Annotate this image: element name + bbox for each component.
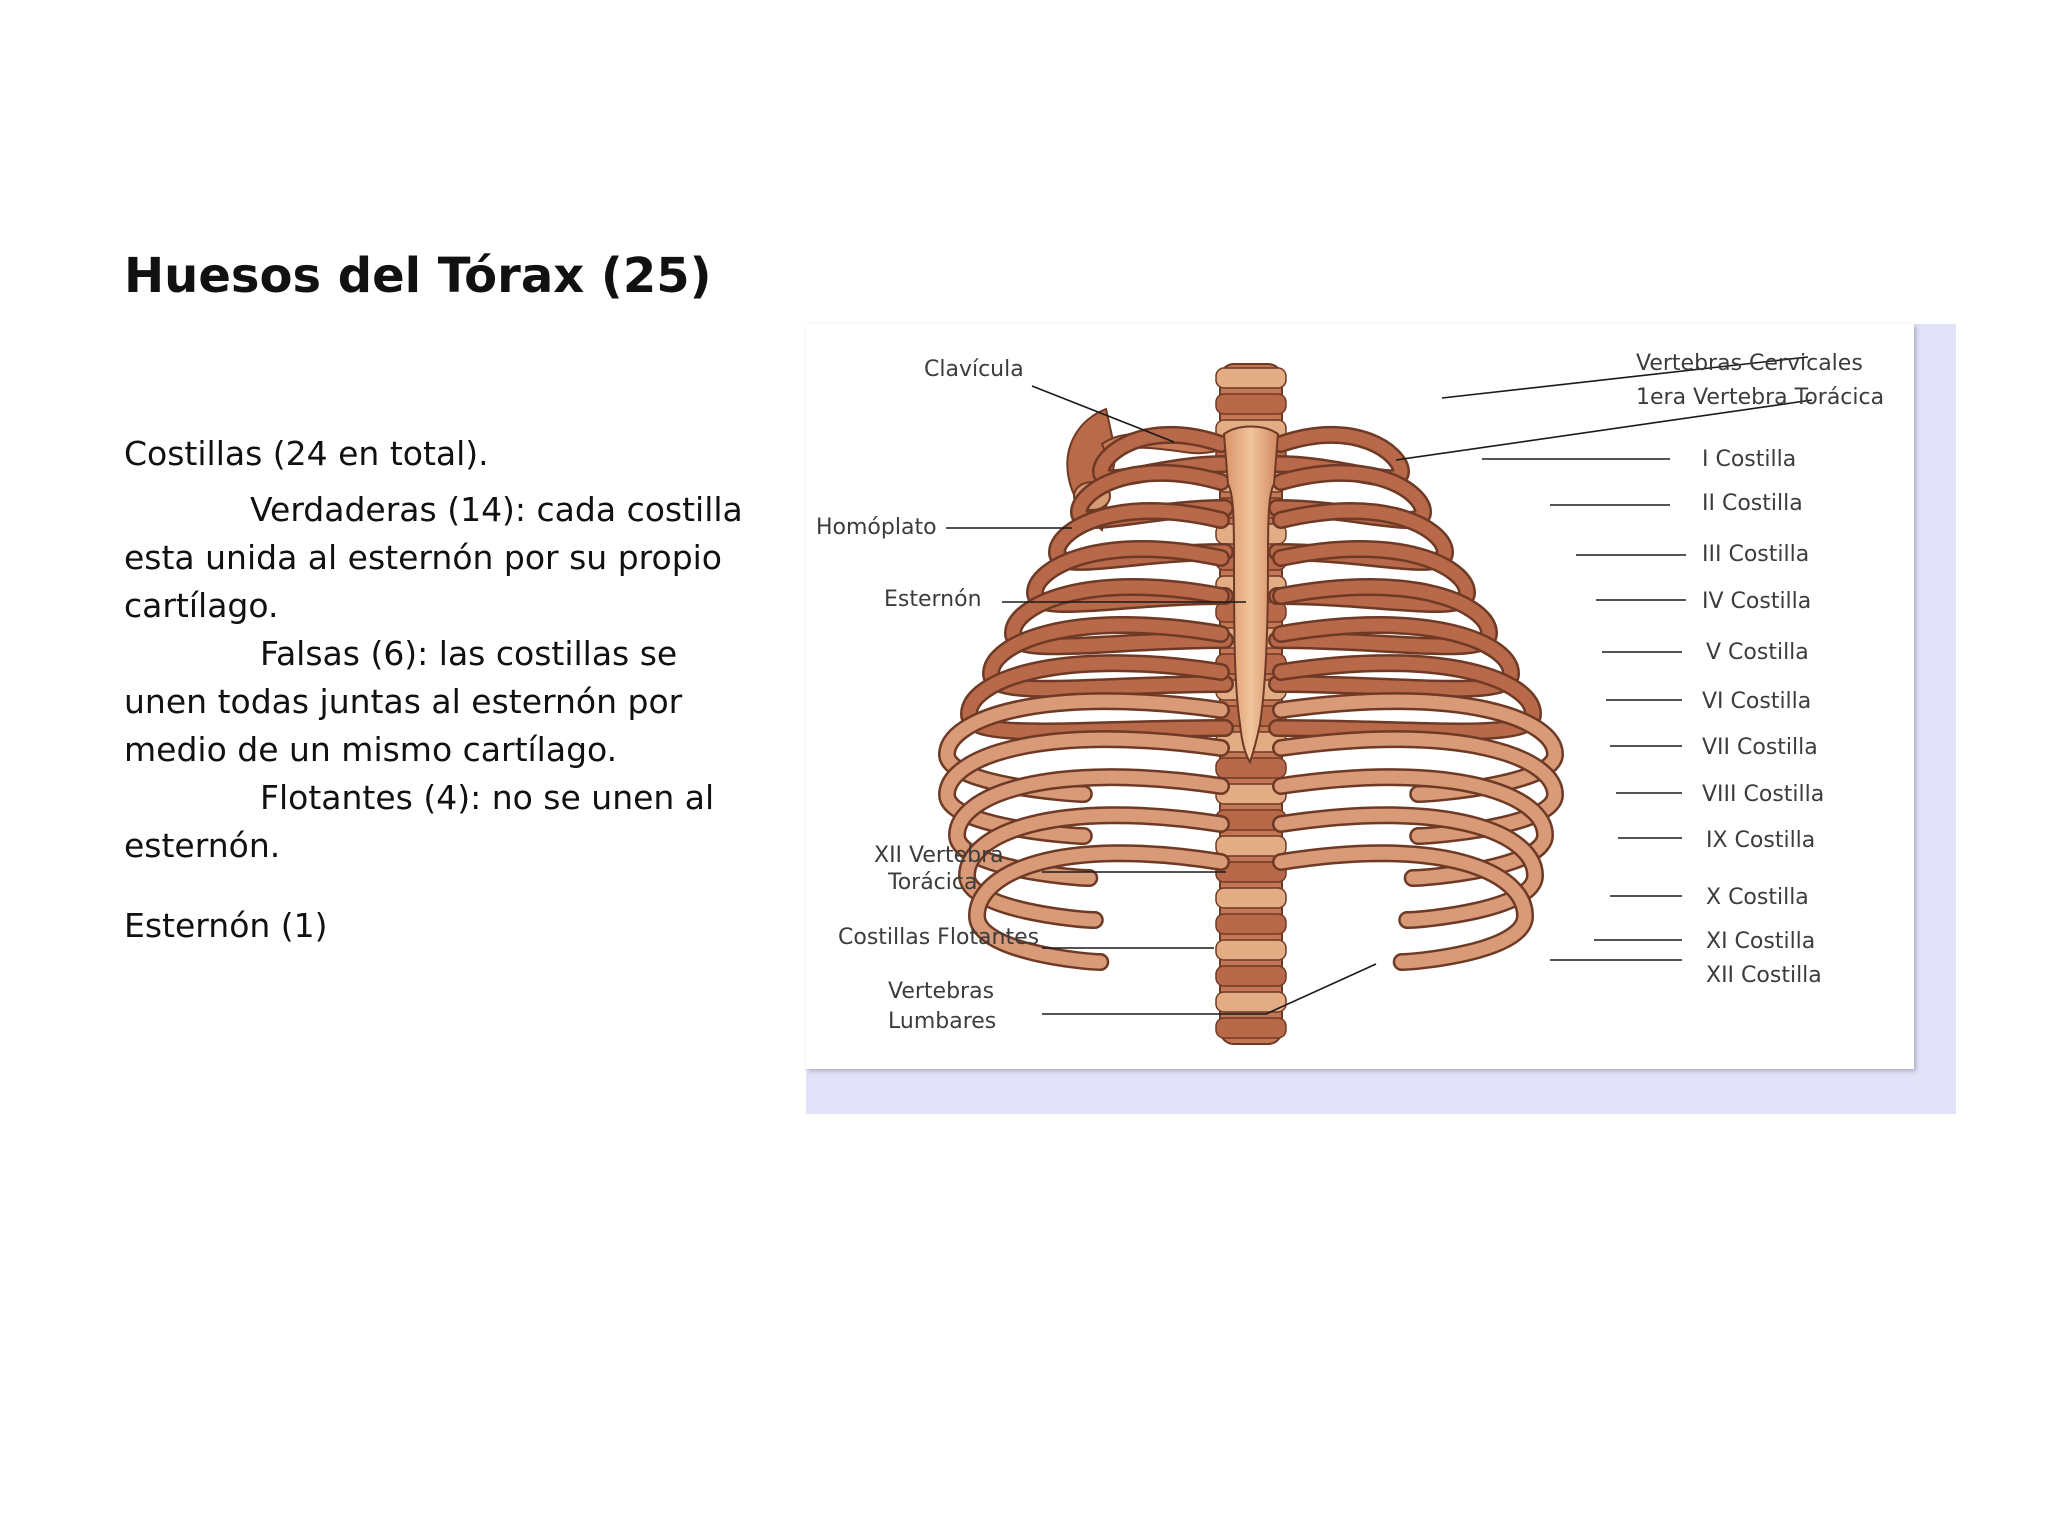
text-costillas: Costillas (24 en total). (124, 434, 489, 473)
label-homoplato: Homóplato (816, 515, 937, 540)
rib (1028, 542, 1232, 611)
vertebra (1215, 367, 1287, 389)
slide-title: Huesos del Tórax (25) (124, 248, 712, 304)
text-verdaderas-tail: esta unida al esternón por su propio car… (124, 538, 722, 625)
rib (1270, 580, 1496, 653)
label-vertebras-lumbares-2: Lumbares (888, 1009, 996, 1034)
text-verdaderas: Verdaderas (14): cada costilla esta unid… (124, 486, 764, 630)
leader-clavicula (1031, 385, 1175, 443)
label-costilla-8: VIII Costilla (1702, 782, 1824, 807)
label-esternon: Esternón (884, 587, 982, 612)
vertebra (1215, 835, 1287, 857)
label-vertebras-cervicales: Vertebras Cervicales (1636, 351, 1863, 376)
rib-cage-diagram: Clavícula Homóplato Esternón XII Vertebr… (816, 351, 1884, 1045)
rib (1274, 846, 1532, 969)
rib (1274, 770, 1552, 885)
text-flotantes-head: Flotantes (4): no se unen al (260, 778, 715, 817)
label-costilla-6: VI Costilla (1702, 689, 1811, 714)
vertebra (1215, 887, 1287, 909)
rib (950, 770, 1228, 885)
vertebra (1215, 393, 1287, 415)
label-clavicula: Clavícula (924, 357, 1024, 382)
slide-body: Costillas (24 en total). Verdaderas (14)… (124, 430, 764, 950)
leader-vertebras-lumbares (1042, 963, 1377, 1015)
label-vertebras-lumbares-1: Vertebras (888, 979, 994, 1004)
label-xii-vertebra-1: XII Vertebra (874, 843, 1004, 868)
label-costilla-1: I Costilla (1702, 447, 1796, 472)
leader-vertebras-cervicales (1441, 356, 1809, 399)
vertebra (1215, 991, 1287, 1013)
text-falsas: Falsas (6): las costillas se unen todas … (124, 630, 764, 774)
vertebra (1215, 913, 1287, 935)
text-falsas-tail: todas juntas al esternón por medio de un… (124, 682, 683, 769)
label-primera-vertebra: 1era Vertebra Torácica (1636, 385, 1884, 410)
label-costillas-flotantes: Costillas Flotantes (838, 925, 1039, 950)
vertebra (1215, 1017, 1287, 1039)
label-costilla-9: IX Costilla (1706, 828, 1815, 853)
label-costilla-12: XII Costilla (1706, 963, 1822, 988)
rib (1270, 618, 1518, 696)
leader-lines (946, 356, 1813, 1015)
ribs (937, 425, 1565, 971)
text-flotantes: Flotantes (4): no se unen al esternón. (124, 774, 764, 870)
text-verdaderas-head: Verdaderas (14): cada costilla (250, 490, 743, 529)
rib (1006, 580, 1232, 653)
text-flotantes-tail: esternón. (124, 826, 281, 865)
label-costilla-7: VII Costilla (1702, 735, 1818, 760)
vertebra (1215, 965, 1287, 987)
thorax-figure: Clavícula Homóplato Esternón XII Vertebr… (806, 324, 1956, 1114)
leader-primera-vertebra (1395, 399, 1813, 461)
rib (960, 808, 1228, 927)
rib (1274, 808, 1542, 927)
label-costilla-3: III Costilla (1702, 542, 1809, 567)
sternum-shape (1222, 425, 1280, 765)
vertebra (1215, 939, 1287, 961)
label-costilla-5: V Costilla (1706, 640, 1809, 665)
label-costilla-10: X Costilla (1706, 885, 1809, 910)
rib (970, 846, 1228, 969)
label-xii-vertebra-2: Torácica (887, 870, 977, 895)
label-costilla-2: II Costilla (1702, 491, 1803, 516)
rib (1270, 542, 1474, 611)
label-costilla-4: IV Costilla (1702, 589, 1811, 614)
rib (984, 618, 1232, 696)
label-costilla-11: XI Costilla (1706, 929, 1815, 954)
text-falsas-head: Falsas (6): las costillas se unen (124, 634, 678, 721)
text-esternon: Esternón (1) (124, 906, 328, 945)
